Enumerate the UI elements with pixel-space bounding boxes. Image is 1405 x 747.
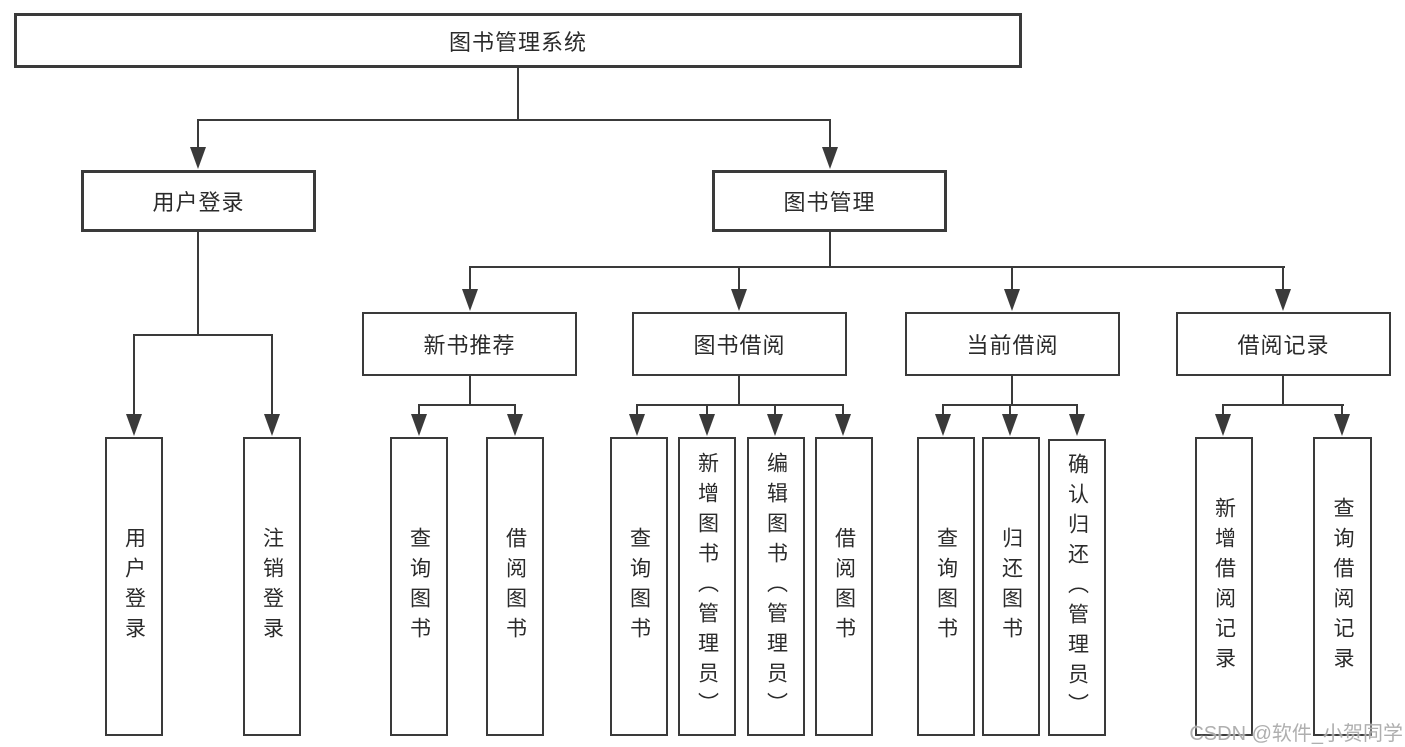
arrow-down-icon bbox=[835, 414, 851, 436]
leaf-confirm-return-admin: 确认归还（管理员） bbox=[1048, 439, 1106, 736]
leaf-add-book-admin: 新增图书（管理员） bbox=[678, 437, 736, 736]
node-label: 编辑图书（管理员） bbox=[764, 451, 788, 722]
leaf-borrow-books-borrowing: 借阅图书 bbox=[815, 437, 873, 736]
arrow-down-icon bbox=[190, 147, 206, 169]
connector-line bbox=[197, 119, 199, 151]
connector-line bbox=[469, 376, 471, 406]
connector-line bbox=[1341, 404, 1343, 416]
node-label: 图书管理 bbox=[783, 190, 876, 215]
connector-line bbox=[942, 404, 944, 416]
connector-line bbox=[829, 232, 831, 268]
node-label: 借阅图书 bbox=[503, 526, 527, 647]
arrow-down-icon bbox=[1069, 414, 1085, 436]
connector-line bbox=[1222, 404, 1224, 416]
connector-line bbox=[829, 119, 831, 151]
connector-line bbox=[197, 119, 831, 121]
connector-line bbox=[514, 404, 516, 416]
connector-line bbox=[517, 68, 519, 121]
leaf-query-borrow-record: 查询借阅记录 bbox=[1313, 437, 1372, 736]
leaf-query-books-recommend: 查询图书 bbox=[390, 437, 448, 736]
node-label: 新增图书（管理员） bbox=[695, 451, 719, 722]
connector-line bbox=[1011, 376, 1013, 406]
node-label: 查询图书 bbox=[934, 526, 958, 647]
arrow-down-icon bbox=[699, 414, 715, 436]
node-label: 借阅记录 bbox=[1237, 333, 1330, 358]
node-book-borrowing: 图书借阅 bbox=[632, 312, 847, 376]
node-book-management: 图书管理 bbox=[712, 170, 947, 232]
arrow-down-icon bbox=[935, 414, 951, 436]
leaf-edit-book-admin: 编辑图书（管理员） bbox=[747, 437, 805, 736]
leaf-user-login: 用户登录 bbox=[105, 437, 163, 736]
leaf-logout: 注销登录 bbox=[243, 437, 301, 736]
leaf-query-books-borrowing: 查询图书 bbox=[610, 437, 668, 736]
arrow-down-icon bbox=[767, 414, 783, 436]
leaf-borrow-books-recommend: 借阅图书 bbox=[486, 437, 544, 736]
connector-line bbox=[133, 334, 273, 336]
node-label: 查询借阅记录 bbox=[1331, 496, 1354, 677]
connector-line bbox=[418, 404, 516, 406]
node-label: 用户登录 bbox=[152, 190, 245, 215]
connector-line bbox=[738, 266, 740, 293]
arrow-down-icon bbox=[1215, 414, 1231, 436]
node-label: 借阅图书 bbox=[832, 526, 856, 647]
arrow-down-icon bbox=[1004, 289, 1020, 311]
node-current-borrowing: 当前借阅 bbox=[905, 312, 1120, 376]
node-label: 用户登录 bbox=[122, 526, 146, 647]
node-label: 图书借阅 bbox=[693, 333, 786, 358]
connector-line bbox=[738, 376, 740, 406]
connector-line bbox=[469, 266, 1285, 268]
node-user-login: 用户登录 bbox=[81, 170, 316, 232]
connector-line bbox=[1009, 404, 1011, 416]
node-library-management-system: 图书管理系统 bbox=[14, 13, 1022, 68]
node-new-book-recommend: 新书推荐 bbox=[362, 312, 577, 376]
connector-line bbox=[1222, 404, 1344, 406]
connector-line bbox=[706, 404, 708, 416]
node-label: 查询图书 bbox=[407, 526, 431, 647]
connector-line bbox=[636, 404, 844, 406]
connector-line bbox=[636, 404, 638, 416]
connector-line bbox=[1282, 376, 1284, 406]
connector-line bbox=[1076, 404, 1078, 416]
arrow-down-icon bbox=[822, 147, 838, 169]
connector-line bbox=[774, 404, 776, 416]
arrow-down-icon bbox=[629, 414, 645, 436]
arrow-down-icon bbox=[1275, 289, 1291, 311]
watermark: CSDN @软件_小贺同学 bbox=[1189, 723, 1403, 745]
node-borrowing-records: 借阅记录 bbox=[1176, 312, 1391, 376]
leaf-query-books-current: 查询图书 bbox=[917, 437, 975, 736]
arrow-down-icon bbox=[1002, 414, 1018, 436]
arrow-down-icon bbox=[507, 414, 523, 436]
connector-line bbox=[842, 404, 844, 416]
arrow-down-icon bbox=[264, 414, 280, 436]
node-label: 查询图书 bbox=[627, 526, 651, 647]
leaf-return-book: 归还图书 bbox=[982, 437, 1040, 736]
arrow-down-icon bbox=[462, 289, 478, 311]
node-label: 图书管理系统 bbox=[448, 29, 587, 55]
node-label: 归还图书 bbox=[999, 526, 1023, 647]
leaf-add-borrow-record: 新增借阅记录 bbox=[1195, 437, 1253, 736]
node-label: 当前借阅 bbox=[966, 333, 1059, 358]
connector-line bbox=[1011, 266, 1013, 293]
node-label: 确认归还（管理员） bbox=[1065, 452, 1089, 723]
connector-line bbox=[1282, 266, 1284, 293]
node-label: 新书推荐 bbox=[423, 333, 516, 358]
arrow-down-icon bbox=[1334, 414, 1350, 436]
node-label: 注销登录 bbox=[260, 526, 284, 647]
connector-line bbox=[197, 232, 199, 336]
connector-line bbox=[418, 404, 420, 416]
connector-line bbox=[469, 266, 471, 293]
node-label: 新增借阅记录 bbox=[1212, 496, 1236, 677]
arrow-down-icon bbox=[411, 414, 427, 436]
connector-line bbox=[133, 334, 135, 416]
arrow-down-icon bbox=[731, 289, 747, 311]
connector-line bbox=[271, 334, 273, 416]
arrow-down-icon bbox=[126, 414, 142, 436]
